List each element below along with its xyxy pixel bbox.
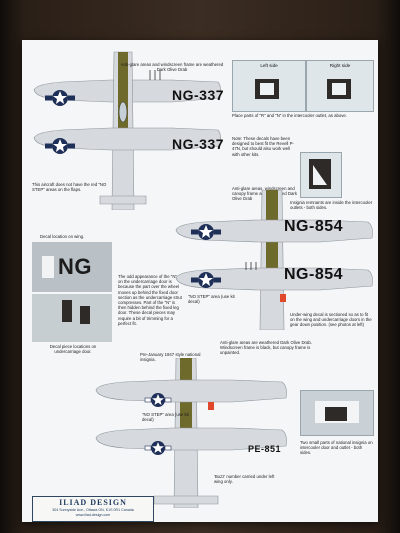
note-anti-glare-3: Anti-glare areas are weathered Dark Oliv… [220,340,312,356]
iliad-design-logo: ILIAD DESIGN 304 Sunnyside Ave., Ottawa … [32,496,154,522]
note-buzz-number: 'Buzz' number carried under left wing on… [214,474,275,485]
insignia-star-2 [45,138,75,154]
note-decal-piece-locations: Decal piece locations on undercarriage d… [49,344,97,355]
note-two-small-parts: Two small parts of national insignia on … [300,440,373,456]
aircraft-ng337-drawing [33,51,221,210]
code-ng337-upper: NG-337 [172,87,225,103]
note-insignia-remnants: Insignia remnants are inside the interco… [290,200,373,211]
code-ng854-upper: NG-854 [284,218,344,235]
photo-intercooler-insignia [300,152,342,198]
no-step-area-2 [208,402,214,410]
code-pe851-under: PE-851 [248,444,282,454]
photo-intercooler-door [300,390,374,436]
photo-panel-left-side: Left side [232,60,306,112]
brand-name: ILIAD DESIGN [59,498,127,507]
decal-instruction-sheet: NG-337 NG-337 Anti-glare areas and winds… [22,40,378,522]
no-step-area-1 [280,294,286,302]
note-odd-appearance: The odd appearance of the "N" on the und… [118,274,182,326]
brand-address: 304 Sunnyside Ave., Ottawa ON, K1S 0R1 C… [52,508,134,512]
no-step-label-2: "NO STEP" area (use kit decal) [142,412,189,423]
note-under-wing: Under-wing decal is sectioned so as to f… [290,312,372,328]
code-ng337-lower: NG-337 [172,136,225,152]
insignia-star-4 [191,272,221,288]
note-place-parts: Place parts of "R" and "N" in the interc… [232,113,348,118]
photo-panel-right-side: Right side [306,60,374,112]
aircraft-ng854-drawing [175,190,373,330]
photo-undercarriage-door [32,294,112,342]
insignia-star-3 [191,224,221,240]
aircraft-2-wing-lower [175,267,373,291]
no-step-label-1: "NO STEP" area (use kit decal) [188,294,235,305]
note-decal-fit: Note: These decals have been designed to… [232,136,294,157]
brand-website: www.iliad-design.com [75,513,111,517]
insignia-star-6 [144,441,172,455]
aircraft-1-tail [99,195,147,205]
aircraft-1-canopy [118,101,128,123]
aircraft-pe851-drawing [95,358,287,508]
insignia-star-1 [45,90,75,106]
aircraft-3-wing-lower [95,427,287,451]
note-pre-january: Pre-January 1947 style national insignia… [140,352,201,363]
aircraft-1-antiglare [118,52,128,150]
photo-wing-decal: NG [32,242,112,292]
note-no-step-flaps: This aircraft does not have the red "NO … [32,182,107,193]
aircraft-3-wing-upper [95,379,287,403]
note-decal-location-wing: Decal location on wing. [40,234,85,239]
aircraft-3-tail [153,495,219,505]
insignia-star-5 [144,393,172,407]
panel-label-right-side: Right side [329,63,351,68]
panel-label-left-side: Left side [260,63,278,68]
note-anti-glare-1: Anti-glare areas and windscreen frame ar… [120,62,224,73]
code-ng854-lower: NG-854 [284,266,344,283]
aircraft-2-wing-upper [175,219,373,243]
code-wing-photo: NG [58,254,92,279]
